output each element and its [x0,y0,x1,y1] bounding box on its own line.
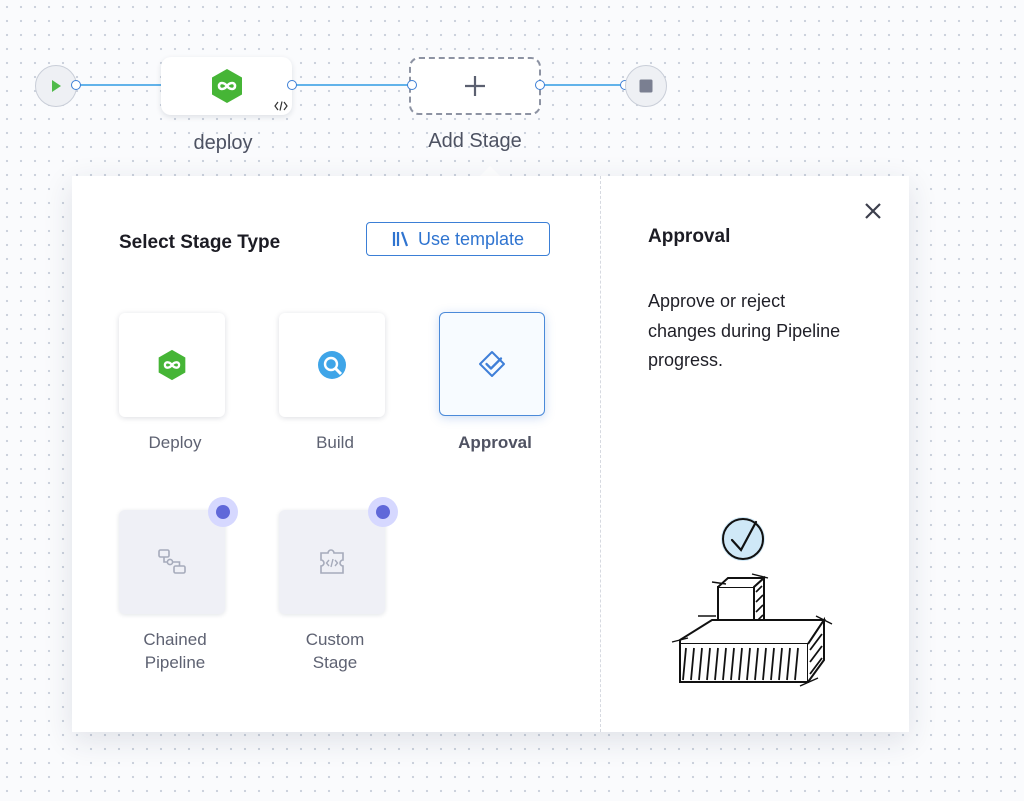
stage-node-deploy[interactable] [161,57,292,115]
use-template-button[interactable]: Use template [366,222,550,256]
connector-port[interactable] [407,80,417,90]
stage-label-deploy: deploy [193,132,253,154]
stage-type-label-line: Chained [143,630,207,649]
stage-type-label: Chained Pipeline [95,628,255,674]
approval-icon [479,351,505,377]
stage-type-label-line: Pipeline [144,653,206,672]
connector-port[interactable] [71,80,81,90]
template-library-icon [392,231,409,247]
use-template-label: Use template [417,228,525,249]
connector-port[interactable] [535,80,545,90]
stage-type-label: Deploy [148,433,202,452]
stage-type-label: Build [316,433,354,452]
stage-type-label: Approval [458,433,532,452]
connector-end [540,84,624,86]
stage-info-title: Approval [648,226,731,247]
stage-type-deploy[interactable] [119,313,225,417]
connector-middle [292,84,412,86]
add-stage-node[interactable] [409,57,541,115]
stop-icon [639,79,653,93]
stage-label-add: Add Stage [428,130,522,152]
code-icon[interactable] [274,101,288,111]
panel-title: Select Stage Type [119,232,281,253]
chained-pipeline-icon [158,549,186,574]
select-stage-panel: Select Stage Type Use template Deploy Bu… [72,176,909,732]
connector-start [76,84,162,86]
stage-type-label: Custom Stage [255,628,415,674]
stage-type-custom-stage[interactable] [279,510,385,614]
cd-module-icon [211,69,242,103]
cd-module-icon [158,349,186,381]
plus-icon [465,76,485,96]
stage-type-chained-pipeline[interactable] [119,510,225,614]
close-icon [865,203,881,219]
feature-badge [208,497,238,527]
stage-type-build[interactable] [279,313,385,417]
custom-stage-icon [320,549,344,574]
stage-type-label-line: Stage [312,653,358,672]
feature-badge [368,497,398,527]
panel-pointer [479,166,501,177]
ci-module-icon [318,351,346,379]
panel-divider [600,176,601,732]
approval-sketch-illustration [671,517,833,687]
connector-port[interactable] [287,80,297,90]
close-button[interactable] [860,198,886,224]
stage-info-description: Approve or reject changes during Pipelin… [648,291,841,370]
stage-type-approval[interactable] [439,312,545,416]
stage-type-label-line: Custom [305,630,365,649]
play-icon [52,80,61,92]
pipeline-end-node[interactable] [625,65,667,107]
